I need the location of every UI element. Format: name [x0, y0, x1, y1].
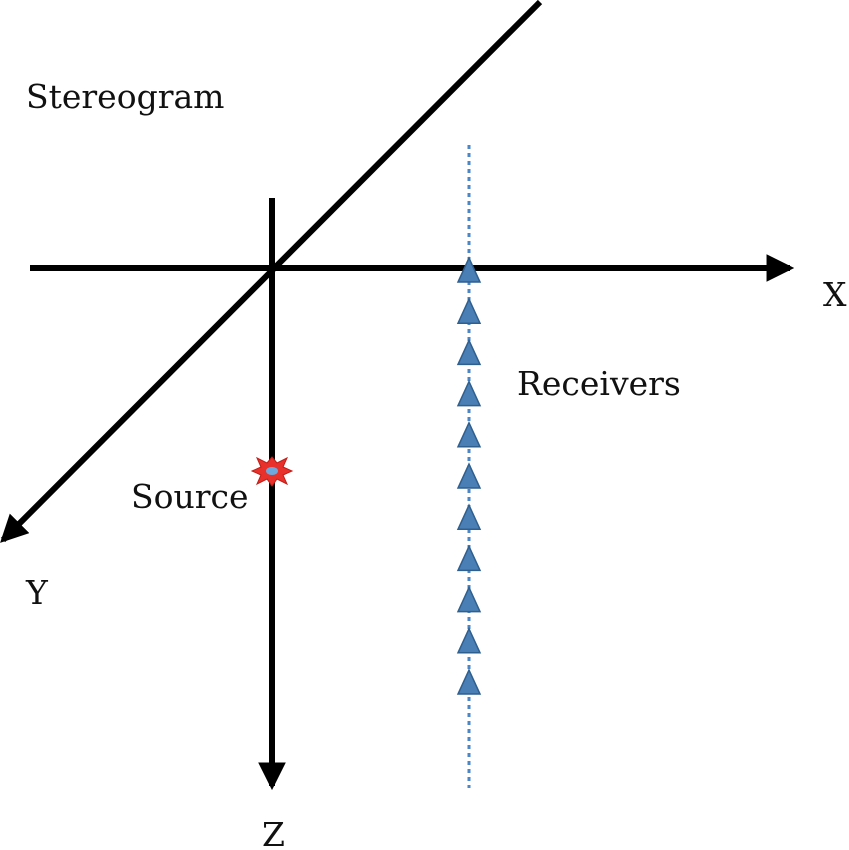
- diagram-title: Stereogram: [26, 77, 224, 116]
- receiver-triangle-icon: [456, 379, 482, 407]
- receiver-triangle-icon: [456, 585, 482, 613]
- receiver-triangle-icon: [456, 503, 482, 530]
- receivers-label: Receivers: [517, 364, 681, 403]
- receivers-group: [456, 256, 482, 695]
- receiver-triangle-icon: [456, 297, 482, 324]
- receiver-triangle-icon: [456, 338, 482, 366]
- source-label: Source: [131, 477, 249, 516]
- z-axis-label: Z: [262, 815, 285, 850]
- receiver-triangle-icon: [456, 256, 482, 283]
- receiver-triangle-icon: [456, 462, 482, 489]
- x-axis-label: X: [823, 275, 847, 314]
- receiver-triangle-icon: [456, 544, 482, 572]
- receiver-triangle-icon: [456, 420, 482, 448]
- receiver-triangle-icon: [456, 626, 482, 654]
- source-burst-center: [266, 467, 278, 475]
- receiver-triangle-icon: [456, 668, 482, 695]
- y-axis-label: Y: [25, 573, 49, 612]
- source-burst-icon: [250, 456, 294, 487]
